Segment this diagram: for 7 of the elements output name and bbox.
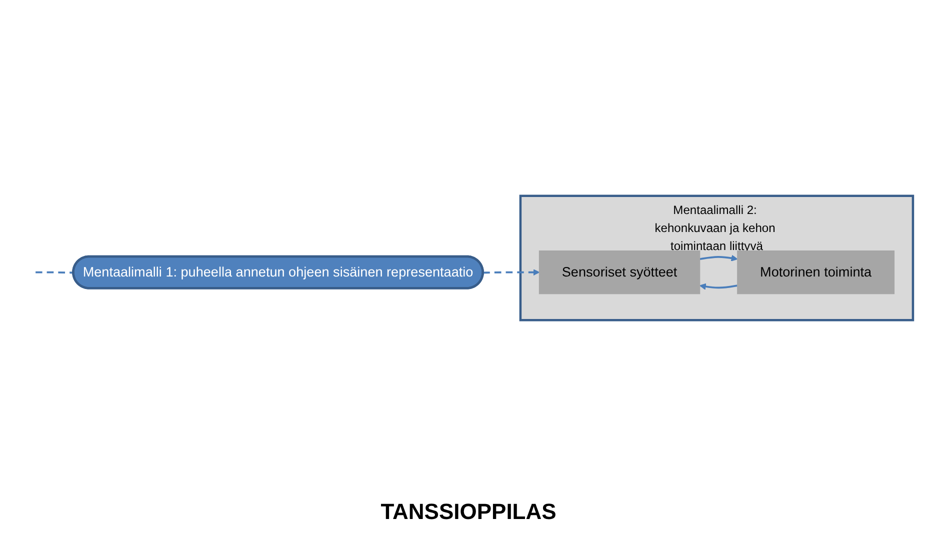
node-box: Motorinen toiminta — [736, 250, 894, 294]
node-box: Sensoriset syötteet — [538, 250, 700, 294]
arrow — [482, 269, 540, 276]
connector — [35, 271, 74, 274]
arrow — [699, 254, 738, 262]
arrow — [698, 283, 738, 290]
caption-text: TANSSIOPPILAS — [380, 499, 556, 525]
